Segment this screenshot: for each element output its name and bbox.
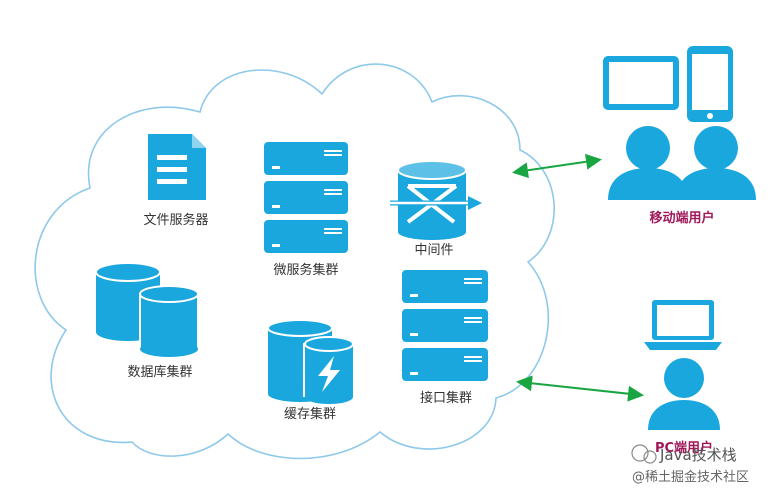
middleware-label: 中间件 <box>414 243 453 258</box>
cache-db-icon <box>267 319 355 404</box>
api-cluster-label: 接口集群 <box>420 390 472 406</box>
cache-cluster-label: 缓存集群 <box>284 406 336 422</box>
mobile-user-label: 移动端用户 <box>649 210 714 226</box>
watermark-line2: @稀土掘金技术社区 <box>632 469 749 485</box>
database-icon <box>95 262 199 357</box>
watermark: Java技术栈 @稀土掘金技术社区 <box>631 444 749 485</box>
microservice-cluster-label: 微服务集群 <box>273 262 338 278</box>
document-icon <box>148 134 206 200</box>
mobile-connection-arrow <box>512 153 602 179</box>
database-cluster-label: 数据库集群 <box>127 364 192 380</box>
mobile-users-icon <box>603 46 756 200</box>
pc-user-label: PC端用户 <box>655 440 713 456</box>
watermark-line1: Java技术栈 <box>659 446 737 464</box>
server-rack-icon <box>264 142 348 253</box>
file-server-label: 文件服务器 <box>143 212 208 228</box>
pc-user-icon <box>644 300 722 430</box>
middleware-db-icon <box>390 160 482 240</box>
server-rack-icon <box>402 270 488 381</box>
pc-connection-arrow <box>516 375 644 402</box>
